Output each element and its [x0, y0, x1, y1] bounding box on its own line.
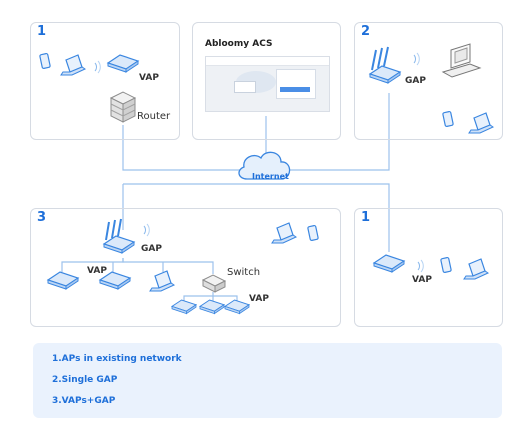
- vap-label: VAP: [412, 275, 432, 285]
- panel-existing-network-top: [30, 22, 180, 140]
- legend-item: 1.APs in existing network: [52, 354, 182, 364]
- cloud-icon: [238, 151, 291, 180]
- router-label: Router: [137, 111, 171, 122]
- legend-box: 1.APs in existing network 2.Single GAP 3…: [33, 343, 502, 418]
- panel-single-gap: [354, 22, 503, 140]
- panel-number: 1: [361, 210, 371, 225]
- legend-item: 3.VAPs+GAP: [52, 396, 116, 406]
- line-router-to-internet: [122, 125, 244, 171]
- acs-title: Abloomy ACS: [205, 39, 273, 49]
- line-internet-to-bottom-right: [123, 183, 390, 252]
- panel-number: 1: [37, 24, 47, 39]
- access-point-icon: [369, 46, 401, 84]
- panel-existing-network-bottom: [354, 208, 503, 327]
- panel-number: 3: [37, 210, 47, 225]
- gap-label: GAP: [141, 244, 162, 254]
- internet-label: Internet: [252, 172, 289, 181]
- vap-label: VAP: [87, 266, 107, 276]
- access-point-icon: [103, 218, 135, 254]
- router-icon: [109, 91, 137, 123]
- vap-label: VAP: [139, 73, 159, 83]
- acs-console-screenshot: [205, 56, 330, 112]
- switch-label: Switch: [227, 267, 261, 278]
- line-switch-down: [183, 292, 214, 302]
- line-gap2-to-internet: [288, 93, 390, 171]
- panel-vaps-gap: [30, 208, 341, 327]
- switch-icon: [201, 274, 227, 293]
- line-vap-branch: [61, 258, 124, 272]
- connection-lines: [61, 93, 390, 302]
- gap-label: GAP: [405, 76, 426, 86]
- line-switch-down-3: [213, 295, 238, 302]
- legend-item: 2.Single GAP: [52, 375, 118, 385]
- desktop-computer-icon: [441, 43, 482, 78]
- panel-number: 2: [361, 24, 371, 39]
- vap-label: VAP: [249, 294, 269, 304]
- panel-acs: [192, 22, 341, 140]
